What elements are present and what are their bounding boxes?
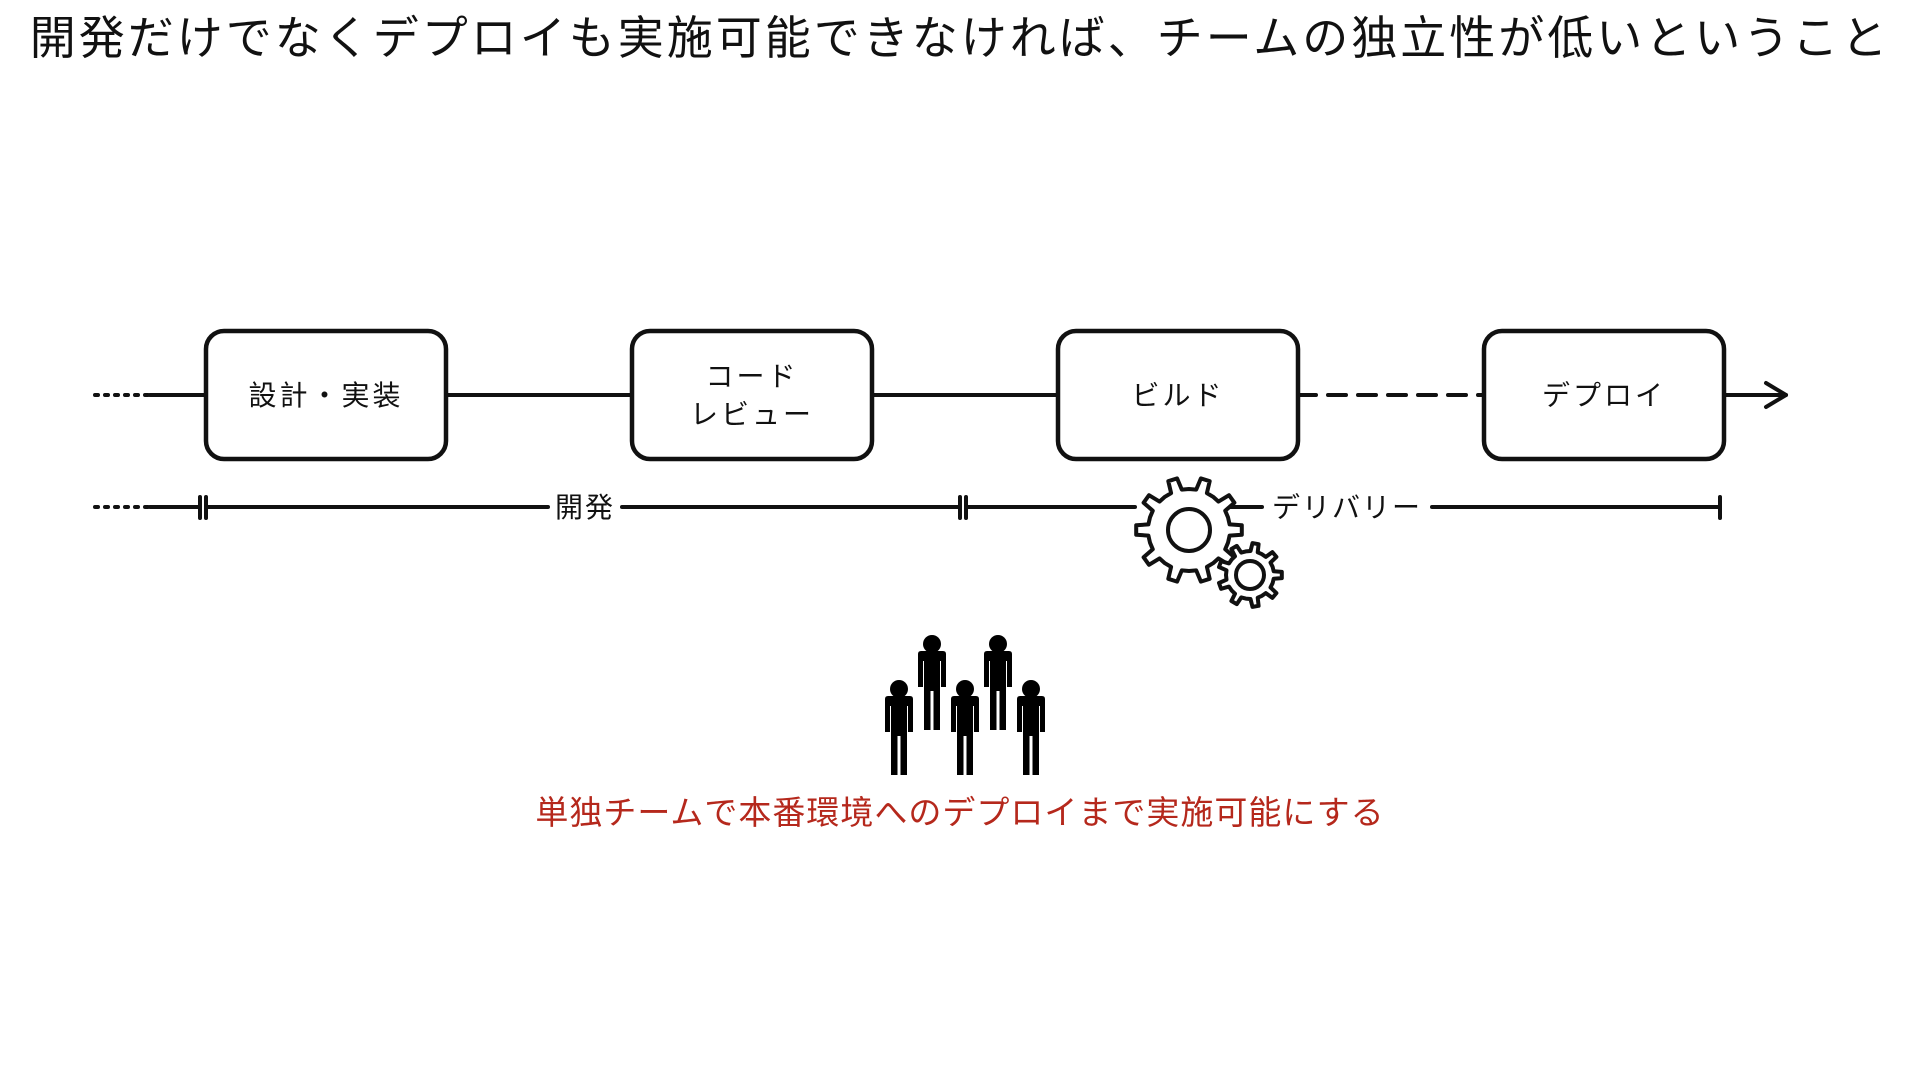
step-label: デプロイ — [1542, 379, 1666, 412]
step-label: ビルド — [1131, 379, 1224, 412]
step-label: コード — [705, 360, 798, 393]
step-label-line2: レビュー — [690, 398, 814, 431]
gears-icon — [1134, 476, 1284, 609]
phase-timeline — [93, 495, 1722, 520]
team-people-icon — [885, 635, 1045, 775]
step-label: 設計・実装 — [248, 379, 403, 412]
caption-text: 単独チームで本番環境へのデプロイまで実施可能にする — [535, 793, 1385, 832]
step-box-code-review: コード レビュー — [629, 328, 875, 462]
flow-arrowhead — [1764, 381, 1788, 409]
phase-label-delivery: デリバリー — [1272, 491, 1422, 524]
step-box-build: ビルド — [1055, 328, 1301, 462]
slide-title: 開発だけでなくデプロイも実施可能できなければ、チームの独立性が低いということ — [29, 11, 1891, 65]
step-box-deploy: デプロイ — [1481, 328, 1727, 462]
phase-label-development: 開発 — [555, 491, 615, 524]
step-box-design-implement: 設計・実装 — [203, 328, 449, 462]
